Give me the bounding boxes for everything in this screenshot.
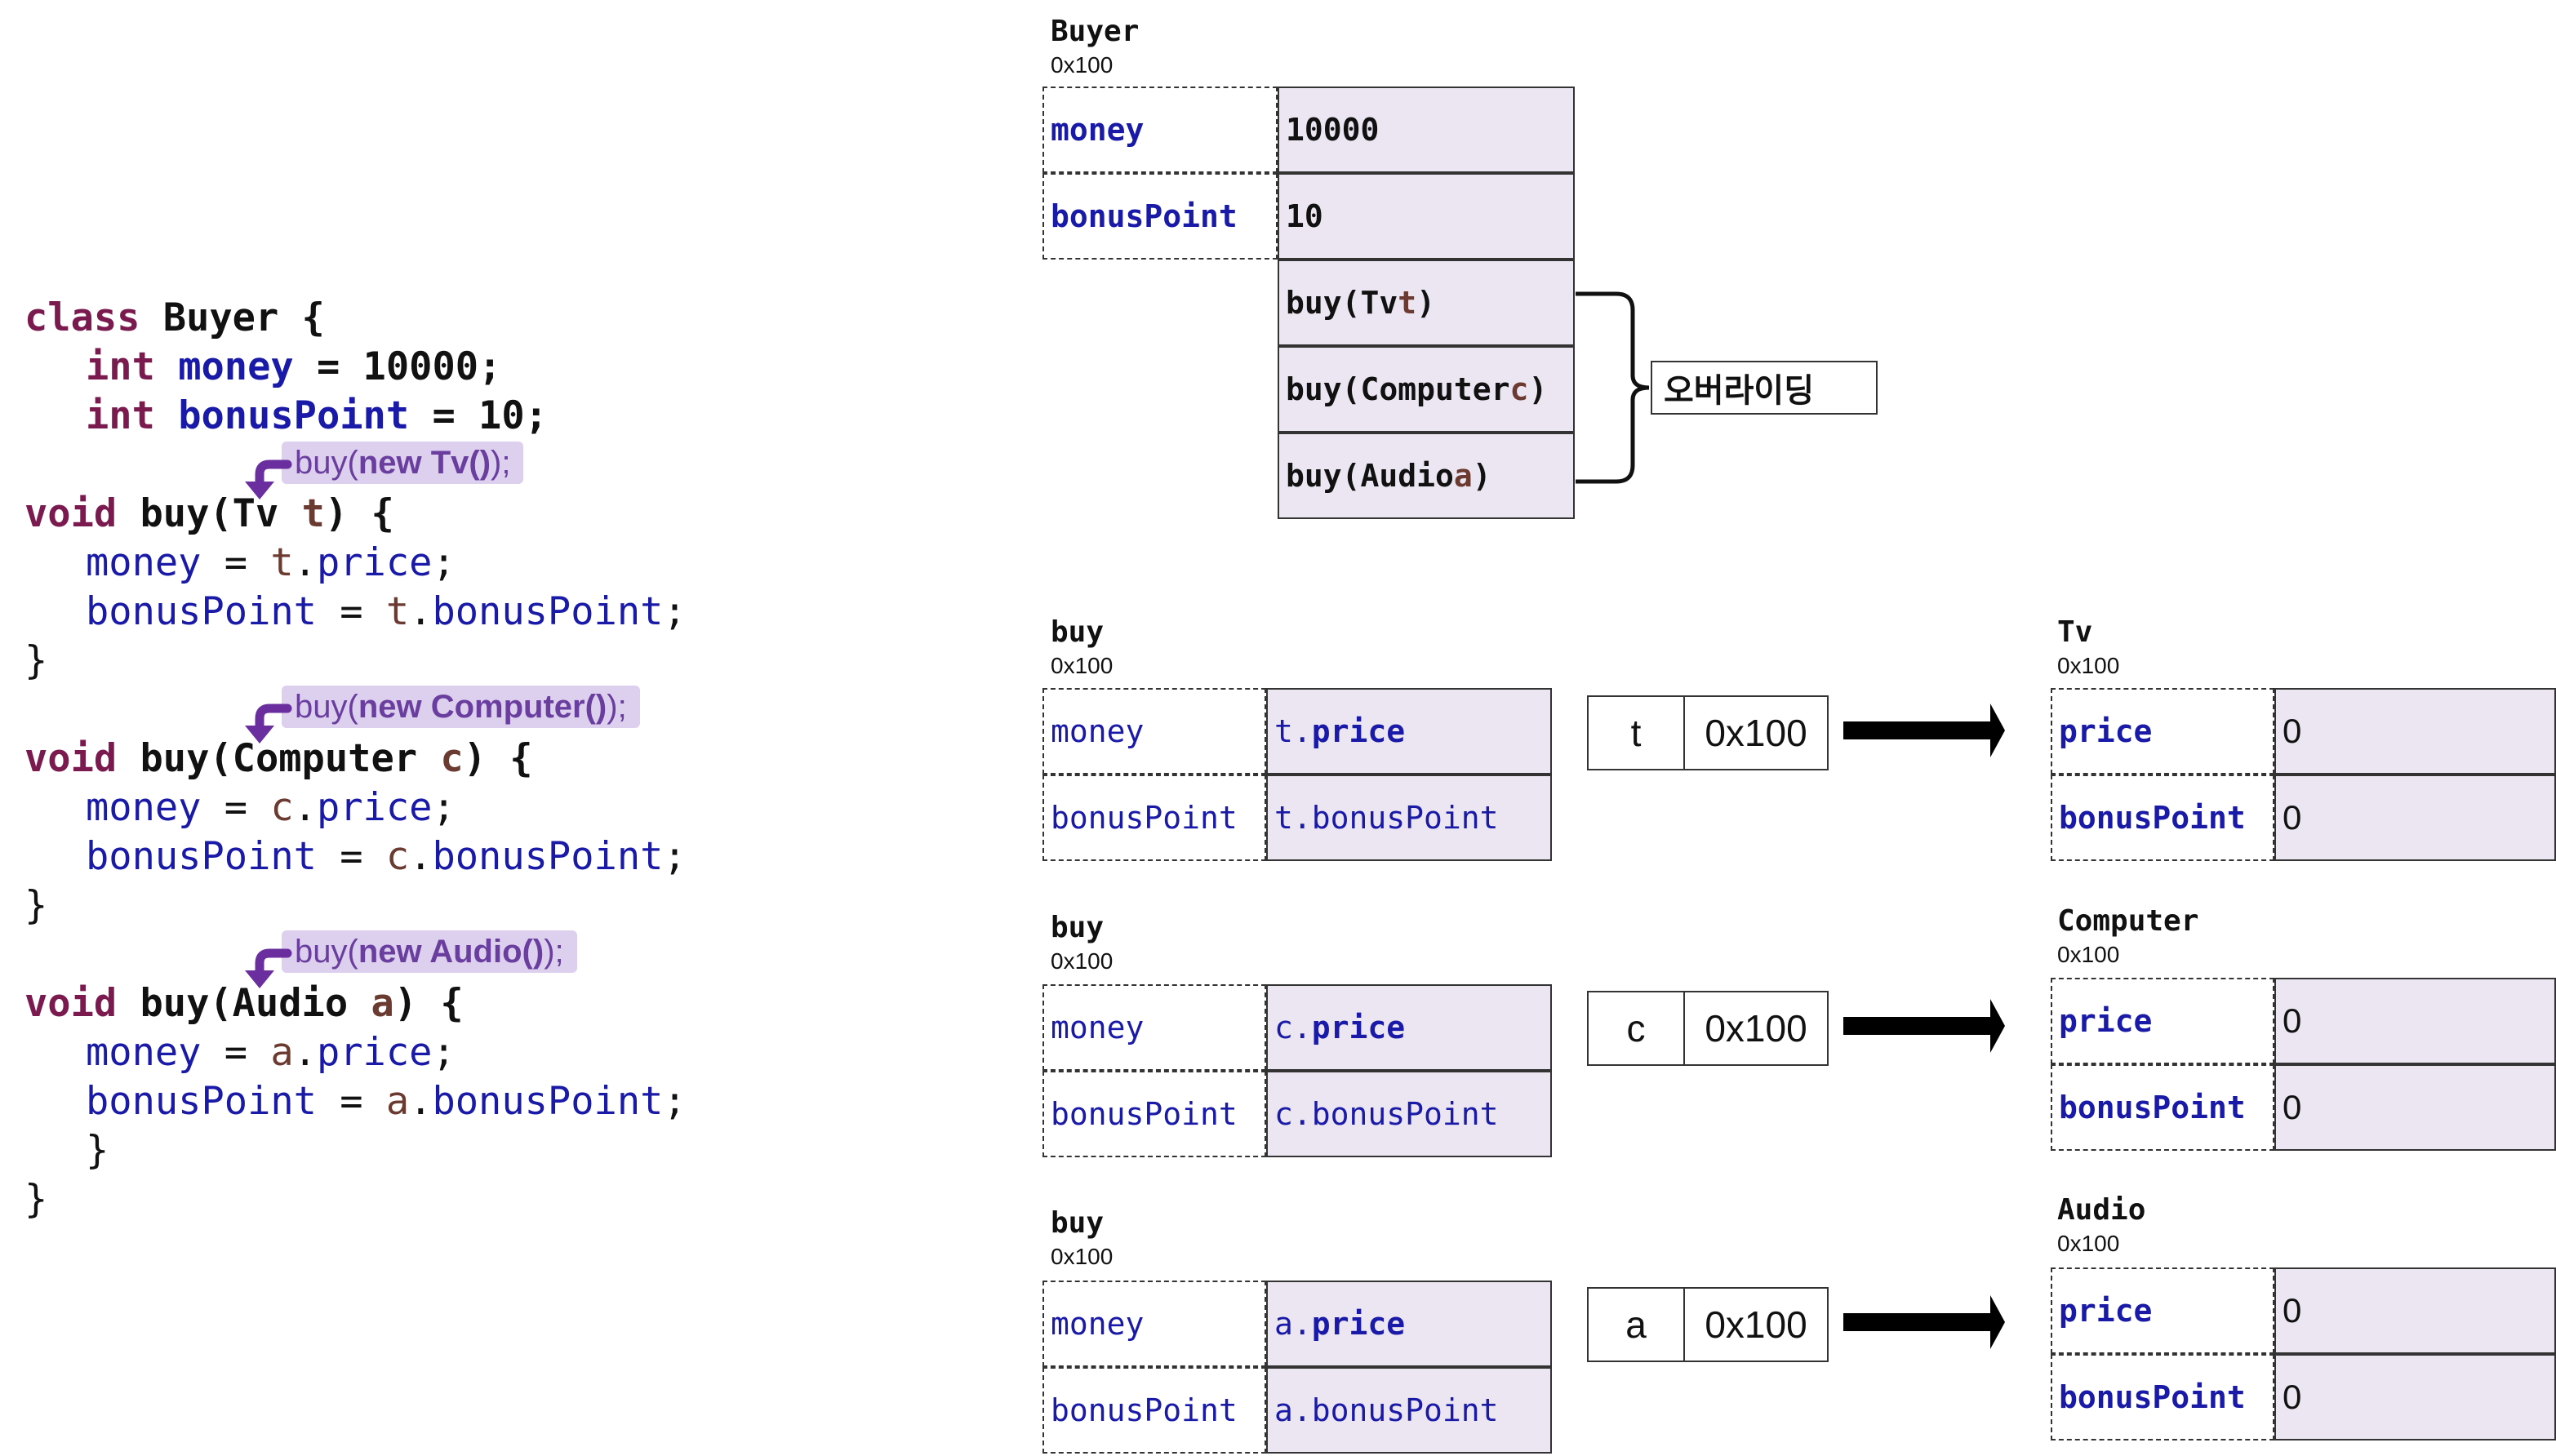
class-keyword: class [24,295,140,340]
method-line-bonus-computer: bonusPoint = c.bonusPoint; [86,834,687,879]
buyer-method-tv: buy(Tv t) [1278,260,1575,346]
hook-arrow-tv-icon [255,459,292,491]
frame-audio-row-bonus-name: bonusPoint [1042,1367,1266,1454]
code-field-money: int money = 10000; [86,344,502,389]
frame-tv-title: buy [1051,615,1105,649]
object-tv-price-name: price [2051,688,2274,775]
call-hint-audio: buy(new Audio()); [282,930,577,973]
frame-computer-row-bonus-value: c.bonusPoint [1266,1071,1552,1157]
ref-a-value: 0x100 [1683,1287,1829,1362]
code-class-line: class Buyer { [24,294,325,343]
method-line-bonus-tv: bonusPoint = t.bonusPoint; [86,589,687,634]
call-hint-computer: buy(new Computer()); [282,686,640,728]
frame-computer-row-money-name: money [1042,984,1266,1071]
object-computer-title: Computer [2057,904,2199,938]
method-line-money-computer: money = c.price; [86,785,456,830]
frame-computer-row-bonus-name: bonusPoint [1042,1071,1266,1157]
method-signature-computer: void buy(Computer c) { [24,736,533,781]
frame-tv-address: 0x100 [1051,653,1114,678]
buyer-title: Buyer [1051,15,1140,48]
ref-t-name: t [1587,695,1685,770]
object-computer-price-name: price [2051,978,2274,1064]
hook-arrow-audio-icon [255,948,292,979]
call-hint-tv: buy(new Tv()); [282,442,524,484]
object-tv-title: Tv [2057,615,2093,649]
class-close: } [24,1177,48,1222]
brace-icon [1576,291,1650,484]
object-audio-title: Audio [2057,1193,2146,1227]
class-name: Buyer { [162,295,325,340]
frame-tv-row-bonus-value: t.bonusPoint [1266,775,1552,861]
frame-audio-row-bonus-value: a.bonusPoint [1266,1367,1552,1454]
frame-audio-address: 0x100 [1051,1244,1114,1269]
object-tv-address: 0x100 [2057,653,2120,678]
method-signature-tv: void buy(Tv t) { [24,491,394,536]
frame-tv-row-bonus-name: bonusPoint [1042,775,1266,861]
buyer-method-audio: buy(Audio a) [1278,433,1575,519]
frame-computer-title: buy [1051,911,1105,944]
overriding-note: 오버라이딩 [1651,361,1878,415]
object-computer-address: 0x100 [2057,942,2120,967]
method-line-money-audio: money = a.price; [86,1030,456,1075]
hook-arrow-computer-icon [255,704,292,735]
code-field-bonuspoint: int bonusPoint = 10; [86,393,548,438]
buyer-field-money-value: 10000 [1278,87,1575,173]
method-close-computer: } [24,883,48,928]
method-line-bonus-audio: bonusPoint = a.bonusPoint; [86,1079,687,1124]
buyer-field-bonuspoint-name: bonusPoint [1042,173,1278,260]
object-audio-bonus-name: bonusPoint [2051,1354,2274,1440]
frame-tv-row-money-name: money [1042,688,1266,775]
method-close-tv: } [24,638,48,683]
object-computer-price-value: 0 [2274,978,2556,1064]
method-line-money-tv: money = t.price; [86,540,456,585]
object-audio-price-value: 0 [2274,1267,2556,1354]
frame-computer-address: 0x100 [1051,948,1114,974]
frame-audio-title: buy [1051,1206,1105,1240]
frame-tv-row-money-value: t.price [1266,688,1552,775]
frame-computer-row-money-value: c.price [1266,984,1552,1071]
ref-c-name: c [1587,991,1685,1066]
method-signature-audio: void buy(Audio a) { [24,981,464,1026]
method-close-audio: } [86,1128,109,1173]
buyer-address: 0x100 [1051,52,1114,78]
object-computer-bonus-value: 0 [2274,1064,2556,1151]
object-audio-bonus-value: 0 [2274,1354,2556,1440]
object-audio-price-name: price [2051,1267,2274,1354]
buyer-field-bonuspoint-value: 10 [1278,173,1575,260]
object-tv-price-value: 0 [2274,688,2556,775]
buyer-method-computer: buy(Computer c) [1278,346,1575,433]
object-computer-bonus-name: bonusPoint [2051,1064,2274,1151]
object-tv-bonus-value: 0 [2274,775,2556,861]
ref-t-value: 0x100 [1683,695,1829,770]
object-audio-address: 0x100 [2057,1231,2120,1256]
frame-audio-row-money-name: money [1042,1281,1266,1367]
frame-audio-row-money-value: a.price [1266,1281,1552,1367]
object-tv-bonus-name: bonusPoint [2051,775,2274,861]
ref-c-value: 0x100 [1683,991,1829,1066]
buyer-field-money-name: money [1042,87,1278,173]
